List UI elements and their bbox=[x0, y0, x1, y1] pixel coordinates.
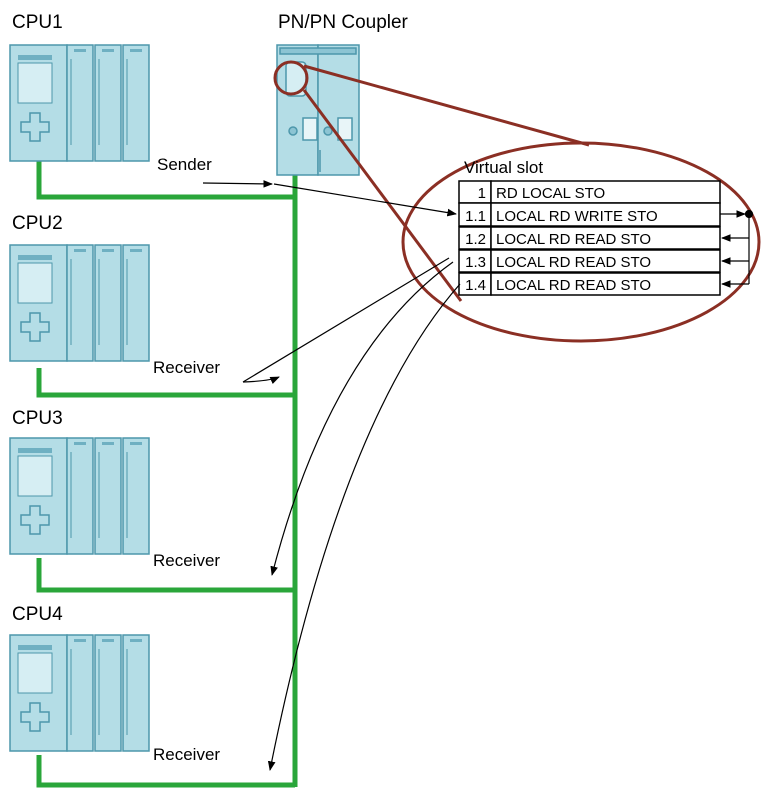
cpu4-station bbox=[9, 634, 150, 752]
cpu3-title: CPU3 bbox=[12, 408, 63, 429]
cpu-navigation-pad bbox=[20, 505, 50, 535]
slot-row-1: 1 RD LOCAL STO bbox=[458, 180, 721, 204]
cpu1-role-label: Sender bbox=[157, 155, 212, 174]
slot-number-cell bbox=[458, 180, 492, 204]
slot-text: LOCAL RD READ STO bbox=[496, 231, 651, 248]
slot-text: RD LOCAL STO bbox=[496, 185, 605, 202]
network-branch-cpu4 bbox=[36, 755, 295, 788]
cpu-top-indicator bbox=[18, 645, 52, 650]
slot-number: 1 bbox=[478, 185, 486, 202]
cpu4-role-label: Receiver bbox=[153, 745, 220, 764]
slot-row-1-4: 1.4 LOCAL RD READ STO bbox=[458, 272, 721, 296]
cpu1-title: CPU1 bbox=[12, 12, 63, 33]
slot-number: 1.4 bbox=[465, 277, 486, 294]
slot-text-cell bbox=[490, 226, 721, 250]
network-branch-cpu3 bbox=[36, 558, 295, 593]
io-module-indicator bbox=[130, 639, 142, 642]
cpu-display bbox=[17, 262, 53, 304]
data-flow-arrows bbox=[202, 180, 461, 771]
coupler-led-right bbox=[323, 126, 333, 136]
io-module-indicator bbox=[74, 49, 86, 52]
cpu2-role-label: Receiver bbox=[153, 358, 220, 377]
coupler-plug-left bbox=[302, 117, 318, 141]
io-module-indicator bbox=[102, 249, 114, 252]
slot-text: LOCAL RD WRITE STO bbox=[496, 208, 658, 225]
cpu-top-indicator bbox=[18, 55, 52, 60]
coupler-plug-right bbox=[337, 117, 353, 141]
slot-number: 1.2 bbox=[465, 231, 486, 248]
slot-text: LOCAL RD READ STO bbox=[496, 254, 651, 271]
profinet-network bbox=[36, 158, 298, 788]
cpu2-station bbox=[9, 244, 150, 362]
slot-text-cell bbox=[490, 249, 721, 273]
io-module-indicator bbox=[102, 442, 114, 445]
cpu-top-indicator bbox=[18, 448, 52, 453]
io-module-indicator bbox=[74, 249, 86, 252]
zoom-ellipse bbox=[401, 141, 761, 343]
slot-row-1-1: 1.1 LOCAL RD WRITE STO bbox=[458, 202, 721, 227]
io-module-indicator bbox=[130, 249, 142, 252]
cpu-stations bbox=[9, 44, 150, 752]
sender-to-coupler-arrow bbox=[202, 180, 273, 188]
slot-text: LOCAL RD READ STO bbox=[496, 277, 651, 294]
io-module-indicator bbox=[130, 442, 142, 445]
zoom-source-circle bbox=[273, 60, 309, 96]
io-module-indicator bbox=[102, 49, 114, 52]
cpu2-title: CPU2 bbox=[12, 213, 63, 234]
io-module-indicator bbox=[74, 639, 86, 642]
slot-text-cell bbox=[490, 272, 721, 296]
cpu-navigation-pad bbox=[20, 702, 50, 732]
slot-1-2-line bbox=[242, 257, 450, 383]
io-module-indicator bbox=[74, 442, 86, 445]
slot-1-3-to-cpu3-arrow bbox=[270, 261, 454, 576]
network-branch-cpu1 bbox=[36, 158, 295, 200]
cpu1-station bbox=[9, 44, 150, 162]
cpu-display bbox=[17, 652, 53, 694]
coupler-title: PN/PN Coupler bbox=[278, 12, 409, 33]
local-feedback-bus bbox=[720, 209, 754, 288]
slot-number: 1.3 bbox=[465, 254, 486, 271]
network-branch-cpu2 bbox=[36, 368, 295, 398]
io-module-indicator bbox=[130, 49, 142, 52]
cpu-display bbox=[17, 62, 53, 104]
cpu4-title: CPU4 bbox=[12, 604, 63, 625]
zoom-connector-bottom bbox=[302, 89, 463, 302]
cpu3-station bbox=[9, 437, 150, 555]
slot-1-2-to-cpu2-arrow bbox=[242, 376, 280, 385]
zoom-connector-top bbox=[303, 64, 590, 147]
coupler-to-slot-arrow bbox=[273, 183, 457, 217]
cpu-top-indicator bbox=[18, 255, 52, 260]
io-module-indicator bbox=[102, 639, 114, 642]
slot-row-1-2: 1.2 LOCAL RD READ STO bbox=[458, 226, 721, 250]
cpu3-role-label: Receiver bbox=[153, 551, 220, 570]
coupler-top-strip bbox=[279, 47, 357, 55]
virtual-slot-title: Virtual slot bbox=[464, 158, 543, 177]
slot-1-4-to-cpu4-arrow bbox=[267, 283, 461, 771]
slot-number: 1.1 bbox=[465, 208, 486, 225]
virtual-slot-table: 1 RD LOCAL STO 1.1 LOCAL RD WRITE STO 1.… bbox=[458, 180, 721, 296]
slot-row-1-3: 1.3 LOCAL RD READ STO bbox=[458, 249, 721, 273]
cpu-navigation-pad bbox=[20, 112, 50, 142]
cpu-display bbox=[17, 455, 53, 497]
cpu-navigation-pad bbox=[20, 312, 50, 342]
coupler-led-left bbox=[288, 126, 298, 136]
